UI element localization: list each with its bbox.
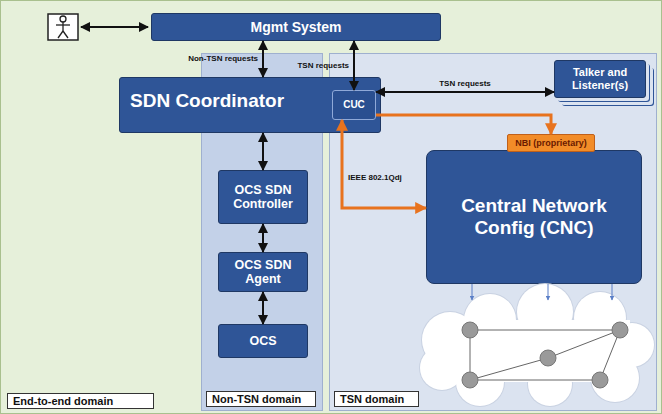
controller-box: Central Network Config (CNC)NBI (proprie… xyxy=(426,150,642,284)
process-box: OCS SDN Agent xyxy=(218,252,308,292)
box-label: SDN Coordinator xyxy=(130,90,284,112)
process-box: OCS xyxy=(218,324,308,358)
box-label: Central Network Config (CNC) xyxy=(441,195,627,239)
label-frame: TSN domain xyxy=(334,391,419,407)
domain-label: Non-TSN domain xyxy=(212,393,301,405)
system-box: Mgmt System xyxy=(151,13,441,41)
edge-label: TSN requests xyxy=(439,80,491,88)
coordinator-box: SDN Coordinator CUC xyxy=(119,77,381,133)
interface-tab: NBI (proprietary) xyxy=(507,134,595,152)
edge-label: TSN requests xyxy=(297,62,349,70)
box-label: OCS xyxy=(249,334,276,348)
box-label: OCS SDN Controller xyxy=(223,183,303,212)
box-label: CUC xyxy=(343,99,365,111)
endpoint-stack: Talker and Listener(s) xyxy=(554,60,646,98)
label-frame: Non-TSN domain xyxy=(206,391,316,407)
box-label: Mgmt System xyxy=(250,19,341,35)
edge-label: IEEE 802.1Qdj xyxy=(348,174,402,182)
box-label: Talker and Listener(s) xyxy=(559,66,641,91)
edge-label: Non-TSN requests xyxy=(188,55,258,63)
box-label: OCS SDN Agent xyxy=(223,258,303,287)
box-label: NBI (proprietary) xyxy=(515,138,587,148)
domain-label: End-to-end domain xyxy=(13,395,113,407)
label-frame: End-to-end domain xyxy=(7,393,154,409)
domain-label: TSN domain xyxy=(340,393,404,405)
component-box: CUC xyxy=(332,90,376,120)
process-box: OCS SDN Controller xyxy=(218,170,308,224)
